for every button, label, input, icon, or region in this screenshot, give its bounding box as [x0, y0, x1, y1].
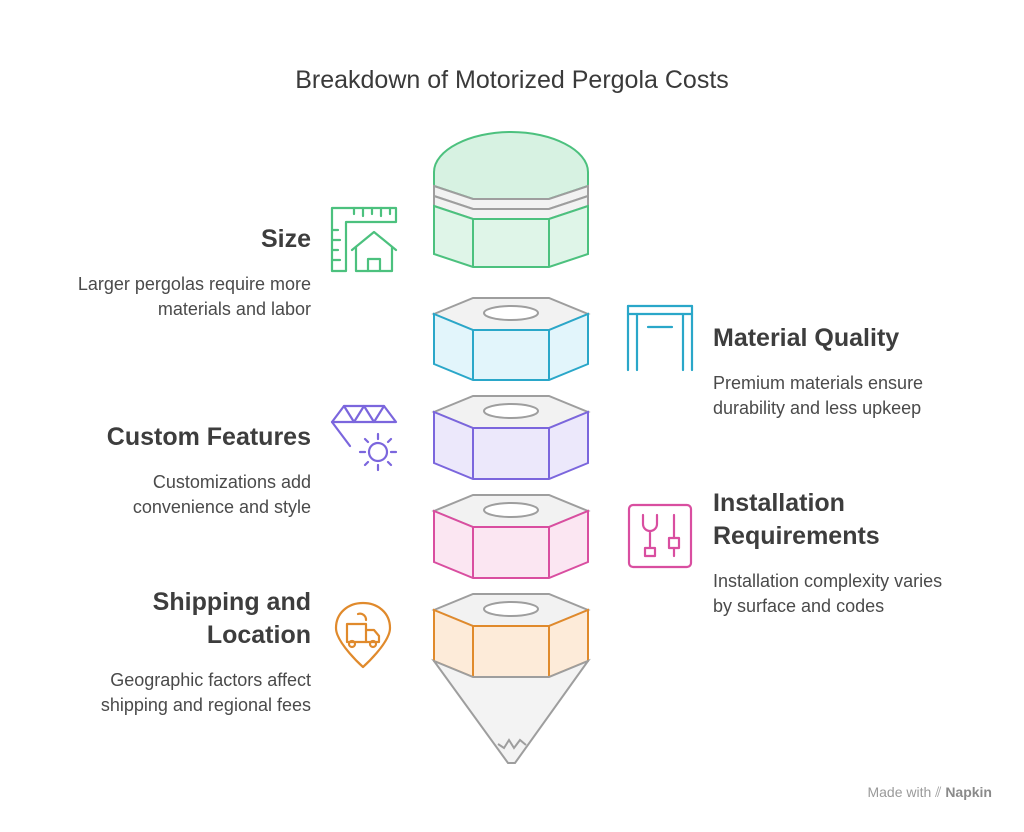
installation-heading-line: Requirements — [713, 522, 880, 550]
location-truck-icon — [334, 601, 392, 669]
custom-features-description-line: Customizations add — [152, 472, 311, 492]
shipping-segment — [431, 593, 591, 764]
shipping-heading-line: Shipping and — [152, 588, 311, 616]
shipping-description-line: shipping and regional fees — [100, 695, 311, 715]
material-quality-segment — [431, 297, 591, 381]
custom-features-description-line: convenience and style — [132, 497, 311, 517]
material-quality-heading: Material Quality — [713, 324, 900, 352]
shipping-heading: Shipping and Location — [153, 586, 311, 652]
custom-features-segment — [431, 395, 591, 480]
material-quality-description-line: Premium materials ensure — [713, 373, 924, 393]
installation-description-line: Installation complexity varies — [713, 571, 943, 591]
installation-description-line: by surface and codes — [713, 596, 885, 616]
material-quality-description-line: durability and less upkeep — [713, 398, 922, 418]
size-heading: Size — [260, 225, 311, 253]
doorframe-icon — [626, 304, 694, 372]
material-quality-description: Premium materials ensure durability and … — [713, 371, 923, 421]
made-with-napkin-credit[interactable]: Made with ⫽ Napkin — [867, 784, 992, 801]
cap-segment — [433, 130, 589, 268]
size-description-line: Larger pergolas require more — [77, 274, 311, 294]
made-with-text: Made with — [867, 784, 932, 800]
custom-features-heading: Custom Features — [106, 423, 311, 451]
custom-features-description: Customizations add convenience and style — [133, 470, 311, 520]
tools-icon — [627, 503, 693, 569]
shipping-description-line: Geographic factors affect — [110, 670, 311, 690]
size-description: Larger pergolas require more materials a… — [78, 272, 311, 322]
napkin-brand-text: Napkin — [945, 784, 992, 800]
ruler-house-icon — [330, 206, 398, 273]
shipping-heading-line: Location — [206, 621, 311, 649]
installation-heading: Installation Requirements — [713, 487, 880, 553]
installation-description: Installation complexity varies by surfac… — [713, 569, 942, 619]
page-title: Breakdown of Motorized Pergola Costs — [295, 66, 729, 94]
truss-sun-icon — [330, 404, 398, 472]
size-description-line: materials and labor — [157, 299, 311, 319]
shipping-description: Geographic factors affect shipping and r… — [101, 668, 311, 718]
installation-heading-line: Installation — [713, 489, 845, 517]
installation-segment — [431, 494, 591, 579]
napkin-logo-icon: ⫽ — [935, 784, 942, 800]
